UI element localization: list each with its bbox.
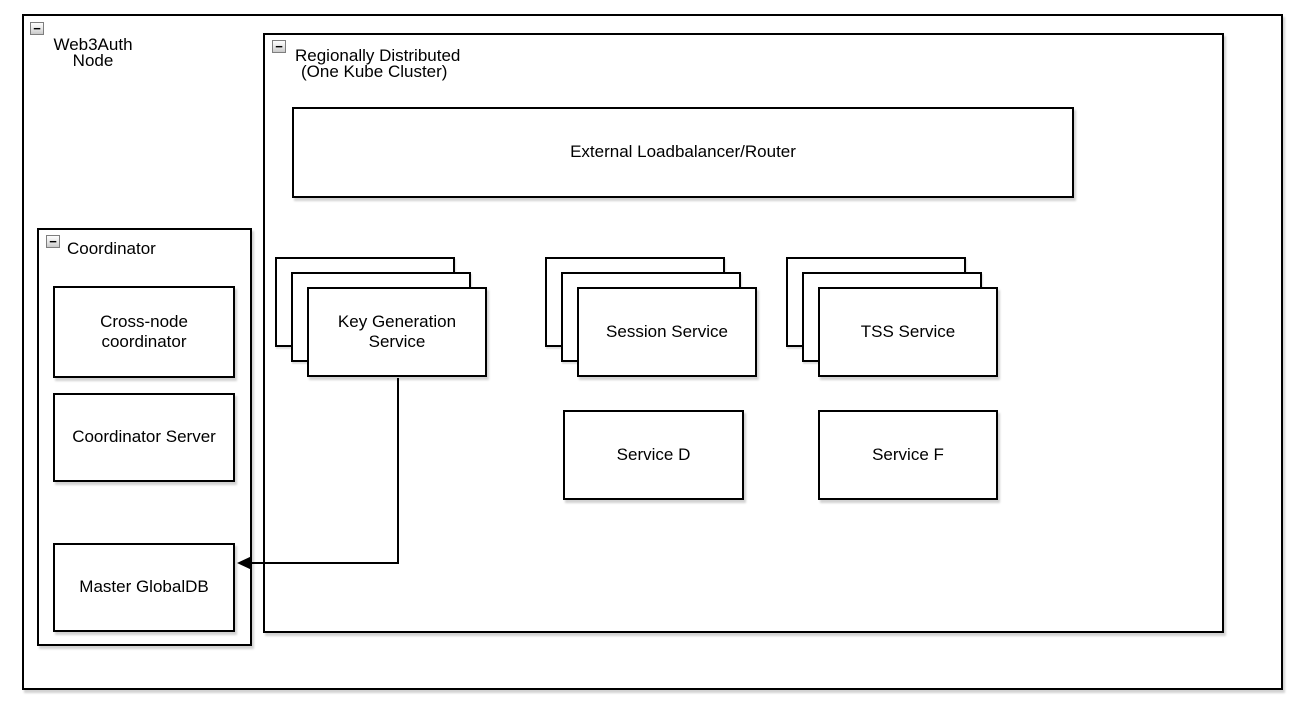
node-cross-node-coordinator[interactable]: Cross-node coordinator	[53, 286, 235, 378]
container-coordinator-title: Coordinator	[67, 239, 156, 258]
title-line: Web3Auth	[53, 35, 133, 54]
title-line: (One Kube Cluster)	[301, 62, 448, 81]
container-coordinator[interactable]: − Coordinator Cross-node coordinator Coo…	[37, 228, 252, 646]
node-service-f[interactable]: Service F	[818, 410, 998, 500]
node-session-service[interactable]: Session Service	[577, 287, 757, 377]
node-label: Service D	[616, 444, 691, 464]
node-tss-service[interactable]: TSS Service	[818, 287, 998, 377]
node-label: TSS Service	[860, 321, 956, 341]
collapse-icon[interactable]: −	[46, 235, 60, 248]
node-label: Key Generation Service	[337, 311, 457, 351]
container-regional-cluster-title: Regionally Distributed (One Kube Cluster…	[295, 46, 461, 81]
node-label: Master GlobalDB	[79, 577, 209, 597]
node-label: Cross-node coordinator	[100, 311, 188, 351]
arrowhead-icon	[237, 556, 252, 570]
container-regional-cluster[interactable]: − Regionally Distributed (One Kube Clust…	[263, 33, 1224, 633]
node-label: External Loadbalancer/Router	[570, 142, 796, 162]
node-label: Service F	[872, 444, 944, 464]
node-key-generation-service[interactable]: Key Generation Service	[307, 287, 487, 377]
title-line: Regionally Distributed	[295, 46, 461, 65]
node-coordinator-server[interactable]: Coordinator Server	[53, 393, 235, 482]
collapse-icon[interactable]: −	[30, 22, 44, 35]
node-master-globaldb[interactable]: Master GlobalDB	[53, 543, 235, 632]
node-label: Coordinator Server	[72, 427, 216, 447]
container-web3auth-node-title: Web3Auth Node	[43, 35, 143, 70]
node-service-d[interactable]: Service D	[563, 410, 744, 500]
collapse-icon[interactable]: −	[272, 40, 286, 53]
node-external-loadbalancer[interactable]: External Loadbalancer/Router	[292, 107, 1074, 198]
title-line: Node	[72, 51, 114, 70]
node-label: Session Service	[606, 321, 728, 341]
